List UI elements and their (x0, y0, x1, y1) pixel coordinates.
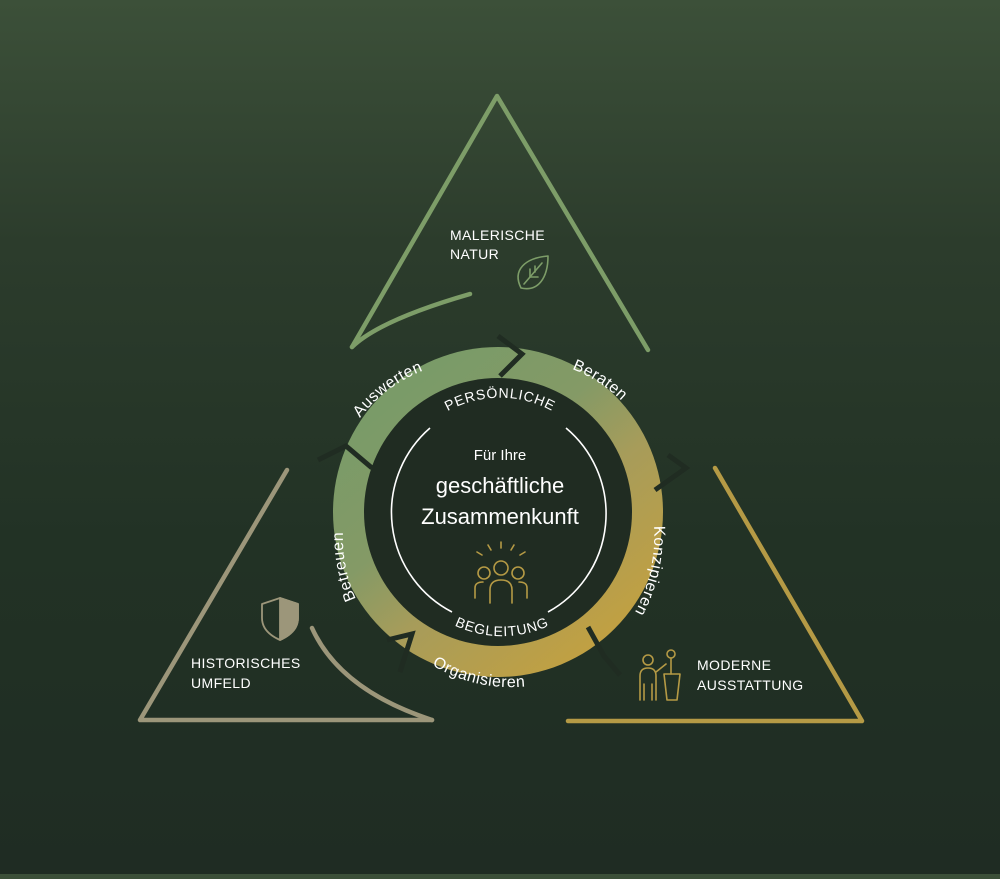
center-line3: Zusammenkunft (421, 504, 579, 529)
leaf-icon (517, 255, 549, 290)
inner-circle (390, 427, 607, 613)
shield-icon (261, 597, 299, 641)
node-top-line1: MALERISCHE (450, 227, 545, 243)
node-right-line2: AUSSTATTUNG (697, 677, 804, 693)
node-top-line2: NATUR (450, 246, 499, 262)
triangle-left (137, 467, 435, 723)
triangle-right (565, 465, 865, 724)
center-line1: Für Ihre (474, 447, 527, 464)
cycle-ring (316, 334, 691, 677)
triangle-top (349, 93, 651, 353)
center-line2: geschäftliche (436, 473, 564, 498)
presenter-icon (639, 649, 681, 701)
people-group-icon (474, 541, 528, 604)
node-left-line2: UMFELD (191, 675, 251, 691)
node-left-line1: HISTORISCHES (191, 655, 301, 671)
node-right-line1: MODERNE (697, 657, 771, 673)
